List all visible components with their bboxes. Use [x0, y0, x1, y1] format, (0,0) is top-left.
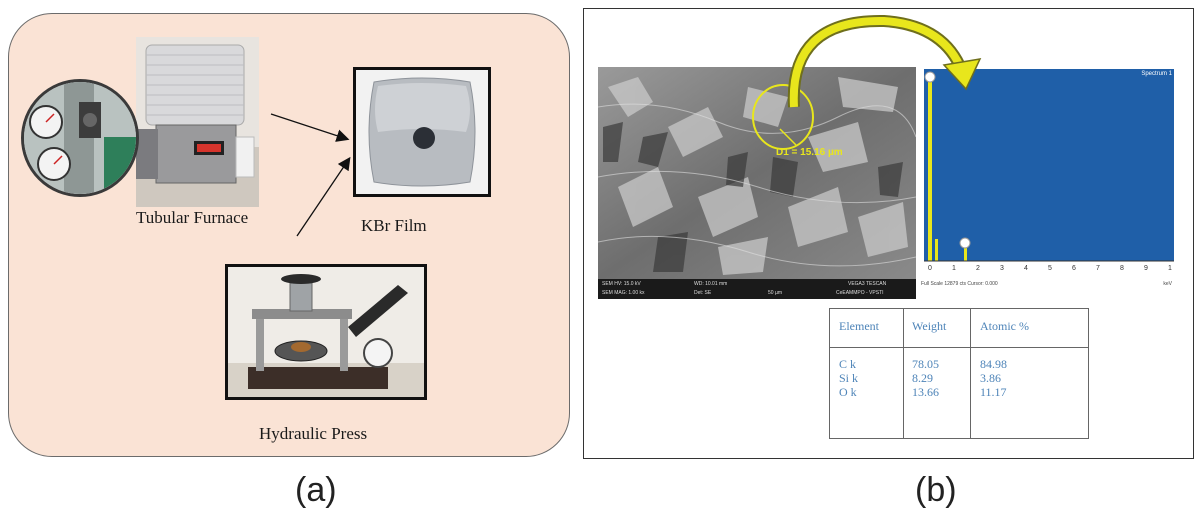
table-header-element: Element [839, 319, 879, 333]
table-cell-atomic: 84.98 [980, 357, 1007, 371]
caption-hydraulic-press: Hydraulic Press [259, 424, 368, 443]
spectrum-x-tick: 0 [928, 265, 932, 272]
spectrum-x-tick: 4 [1024, 265, 1028, 272]
spectrum-footer-left: Full Scale 12879 cts Cursor: 0.000 [921, 281, 998, 287]
caption-tubular-furnace: Tubular Furnace [136, 208, 249, 227]
table-cell-atomic: 3.86 [980, 371, 1001, 385]
sem-footer-det: Det: SE [694, 290, 712, 296]
panel-b: D1 = 15.16 µm SEM HV: 15.0 kV WD: 10.01 … [583, 8, 1194, 459]
panel-a: Tubular Furnace KBr Film Hydraulic Press [8, 13, 570, 457]
tubular-furnace-photo [136, 37, 259, 207]
table-cell-weight: 78.05 [912, 357, 939, 371]
panel-label-a: (a) [295, 471, 337, 509]
table-cell-element: Si k [839, 371, 859, 385]
kbr-film-photo [353, 67, 491, 197]
sem-highlight-circle [752, 84, 814, 150]
table-cell-element: C k [839, 357, 857, 371]
sem-footer: SEM HV: 15.0 kV WD: 10.01 mm VEGA3 TESCA… [598, 279, 916, 299]
spectrum-x-tick: 2 [976, 265, 980, 272]
eds-spectrum: Spectrum 1 0 1 2 3 4 5 6 7 8 9 1 Full Scale 12879 … [918, 67, 1176, 299]
sem-footer-scale: 50 µm [768, 290, 782, 296]
table-cell-element: O k [839, 385, 857, 399]
sem-micrograph: D1 = 15.16 µm SEM HV: 15.0 kV WD: 10.01 … [598, 67, 916, 299]
table-header-atomic: Atomic % [980, 319, 1029, 333]
spectrum-x-tick: 6 [1072, 265, 1076, 272]
table-cell-weight: 13.66 [912, 385, 939, 399]
arrow-press-to-kbr [296, 156, 351, 237]
spectrum-x-tick: 9 [1144, 265, 1148, 272]
arrow-furnace-to-kbr [270, 113, 350, 142]
sem-footer-lab: CeEAMMPO - VPSTI [836, 290, 884, 296]
spectrum-peak-si [964, 245, 967, 261]
sem-measurement-label: D1 = 15.16 µm [776, 147, 843, 158]
pressure-gauge-photo [21, 79, 139, 197]
spectrum-footer-right: keV [1163, 281, 1172, 287]
table-header-weight: Weight [912, 319, 947, 333]
caption-kbr-film: KBr Film [361, 216, 427, 235]
spectrum-peak-o [935, 239, 938, 261]
sem-footer-brand: VEGA3 TESCAN [848, 281, 887, 287]
spectrum-peak-c [928, 77, 932, 261]
spectrum-x-ticks: 0 1 2 3 4 5 6 7 8 9 1 [924, 265, 1174, 275]
hydraulic-press-photo [225, 264, 427, 400]
spectrum-x-tick: 1 [1168, 265, 1172, 272]
spectrum-x-tick: 3 [1000, 265, 1004, 272]
eds-composition-table: Element Weight Atomic % C k 78.05 84.98 … [829, 308, 1089, 439]
spectrum-title: Spectrum 1 [1141, 71, 1172, 77]
panel-label-b: (b) [915, 471, 957, 509]
spectrum-x-tick: 7 [1096, 265, 1100, 272]
sem-footer-hv: SEM HV: 15.0 kV [602, 281, 641, 287]
spectrum-x-tick: 5 [1048, 265, 1052, 272]
sem-footer-mag: SEM MAG: 1.00 kx [602, 290, 645, 296]
spectrum-x-tick: 1 [952, 265, 956, 272]
spectrum-x-tick: 8 [1120, 265, 1124, 272]
sem-footer-wd: WD: 10.01 mm [694, 281, 728, 287]
table-cell-weight: 8.29 [912, 371, 933, 385]
table-cell-atomic: 11.17 [980, 385, 1007, 399]
